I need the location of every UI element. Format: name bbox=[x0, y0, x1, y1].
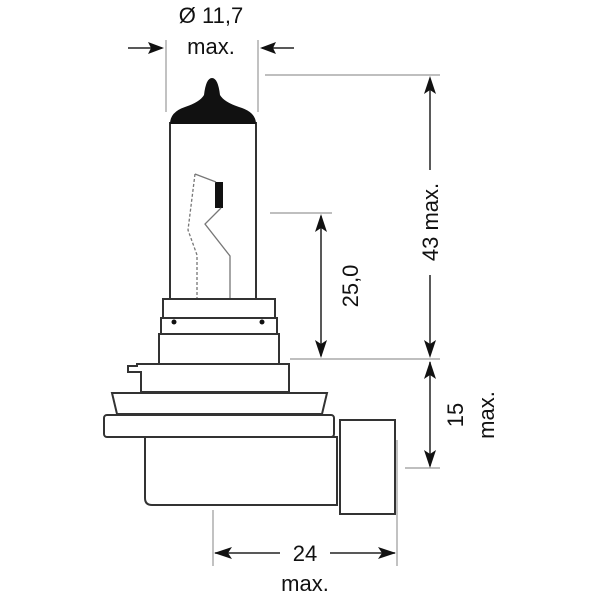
dimension-arrows bbox=[128, 42, 436, 559]
neck-ring bbox=[160, 317, 278, 335]
width-value: 24 bbox=[293, 541, 317, 566]
diameter-qualifier: max. bbox=[187, 34, 235, 59]
neck-lower bbox=[158, 333, 280, 365]
connector bbox=[339, 419, 396, 515]
rivet bbox=[171, 319, 177, 325]
base-flange bbox=[103, 414, 335, 438]
width-qualifier: max. bbox=[281, 571, 329, 596]
rivet bbox=[259, 319, 265, 325]
height-label: 43 max. bbox=[418, 183, 443, 261]
light-center-label: 25,0 bbox=[338, 265, 363, 308]
black-cap bbox=[170, 78, 256, 124]
base-plate bbox=[127, 363, 290, 393]
base-height-qualifier: max. bbox=[474, 391, 499, 439]
angled-flange bbox=[110, 392, 329, 415]
base-height-value: 15 bbox=[443, 403, 468, 427]
lead-wire bbox=[194, 173, 231, 298]
collar bbox=[162, 298, 276, 319]
bulb-drawing bbox=[103, 78, 396, 515]
filament bbox=[215, 182, 223, 208]
glass-envelope bbox=[169, 122, 257, 300]
extension-lines bbox=[165, 40, 440, 566]
base-body bbox=[144, 436, 338, 506]
diameter-value: Ø 11,7 bbox=[179, 3, 243, 28]
